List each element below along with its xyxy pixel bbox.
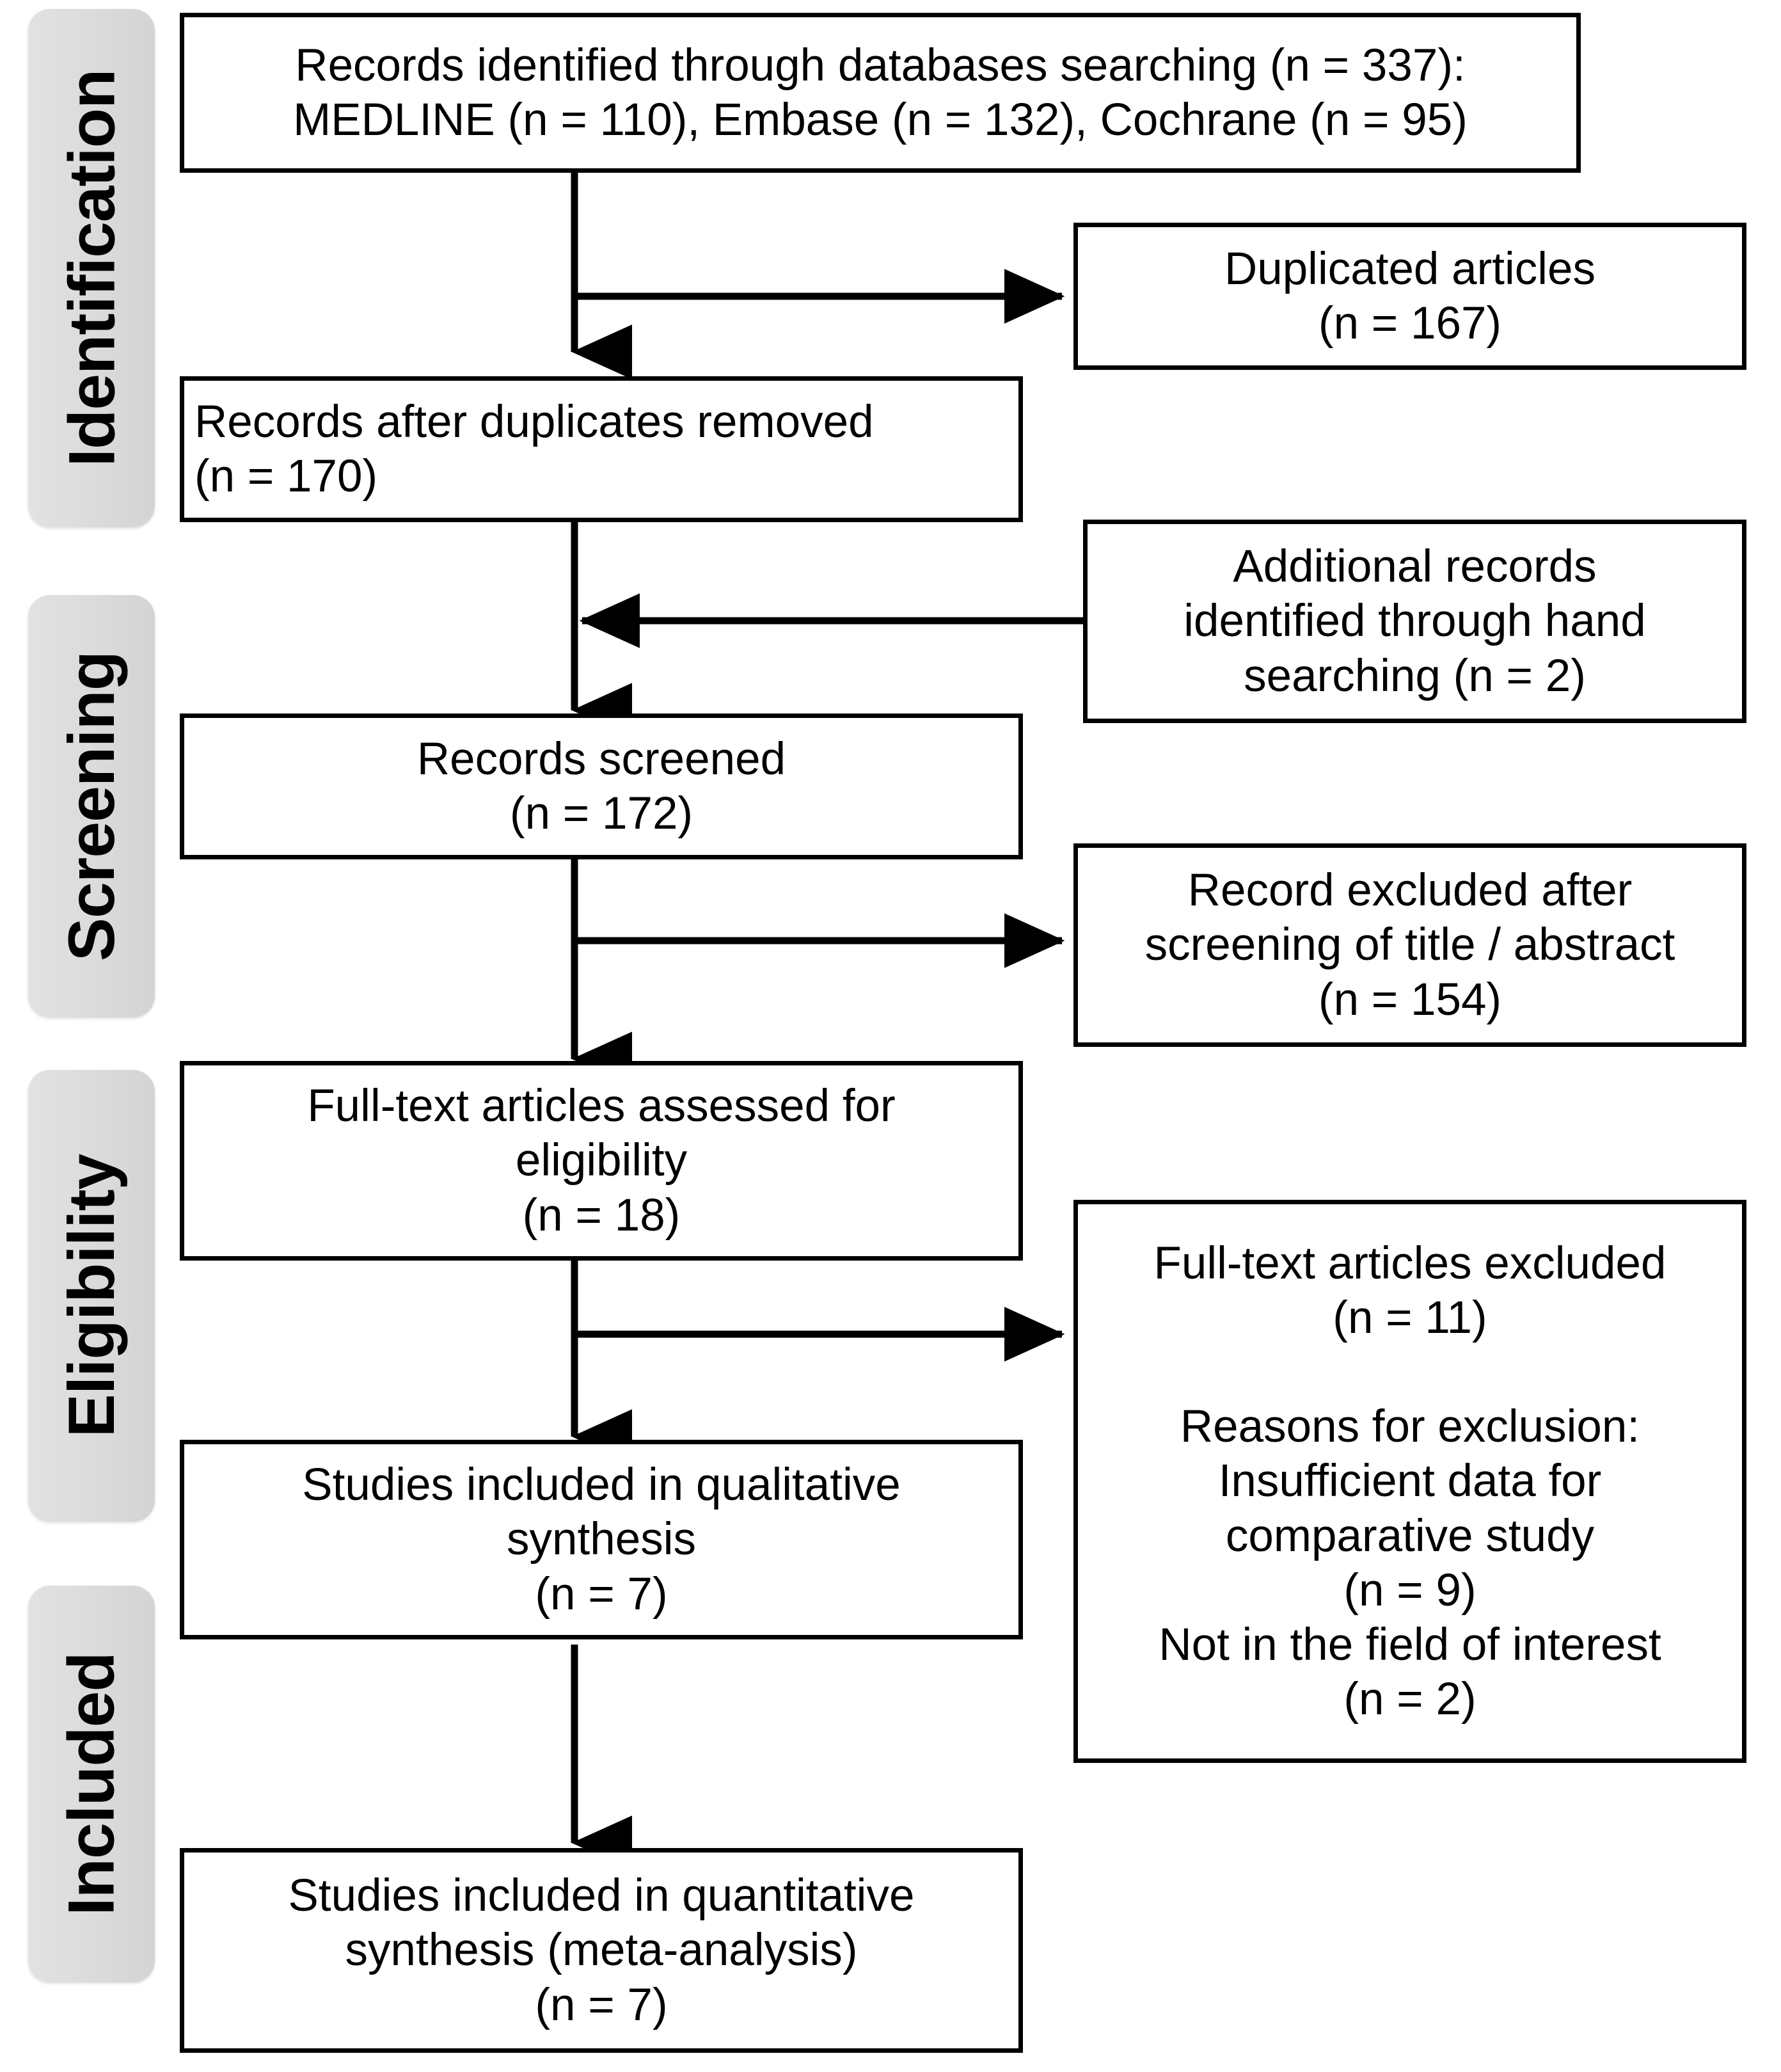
box-quantitative-synthesis: Studies included in quantitative synthes… xyxy=(180,1848,1023,2053)
stage-label-included: Included xyxy=(28,1586,155,1982)
box-records-excluded-title-abstract-text: Record excluded after screening of title… xyxy=(1144,865,1675,1025)
stage-label-screening-text: Screening xyxy=(55,651,129,962)
box-qualitative-synthesis-text: Studies included in qualitative synthesi… xyxy=(302,1460,901,1620)
box-quantitative-synthesis-text: Studies included in quantitative synthes… xyxy=(288,1870,915,2030)
box-fulltext-excluded-text: Full-text articles excluded (n = 11) Rea… xyxy=(1153,1238,1666,1725)
box-fulltext-excluded: Full-text articles excluded (n = 11) Rea… xyxy=(1073,1200,1746,1763)
stage-label-identification-text: Identification xyxy=(55,69,129,467)
box-additional-records: Additional records identified through ha… xyxy=(1083,520,1746,723)
box-fulltext-assessed-text: Full-text articles assessed for eligibil… xyxy=(307,1081,896,1241)
box-records-screened-text: Records screened (n = 172) xyxy=(416,733,786,839)
stage-label-screening: Screening xyxy=(28,595,155,1017)
box-duplicated-articles: Duplicated articles (n = 167) xyxy=(1073,223,1746,370)
box-fulltext-assessed: Full-text articles assessed for eligibil… xyxy=(180,1061,1023,1261)
box-records-after-duplicates: Records after duplicates removed (n = 17… xyxy=(180,376,1023,522)
stage-label-included-text: Included xyxy=(55,1652,129,1916)
box-qualitative-synthesis: Studies included in qualitative synthesi… xyxy=(180,1440,1023,1639)
box-additional-records-text: Additional records identified through ha… xyxy=(1183,541,1646,701)
box-records-after-duplicates-text: Records after duplicates removed (n = 17… xyxy=(194,396,874,502)
box-records-identified: Records identified through databases sea… xyxy=(180,13,1581,173)
box-records-screened: Records screened (n = 172) xyxy=(180,713,1023,859)
stage-label-eligibility-text: Eligibility xyxy=(55,1154,128,1438)
stage-label-eligibility: Eligibility xyxy=(28,1070,155,1522)
box-records-excluded-title-abstract: Record excluded after screening of title… xyxy=(1073,843,1746,1047)
stage-label-identification: Identification xyxy=(28,9,155,527)
box-records-identified-text: Records identified through databases sea… xyxy=(293,40,1468,145)
box-duplicated-articles-text: Duplicated articles (n = 167) xyxy=(1224,243,1596,349)
